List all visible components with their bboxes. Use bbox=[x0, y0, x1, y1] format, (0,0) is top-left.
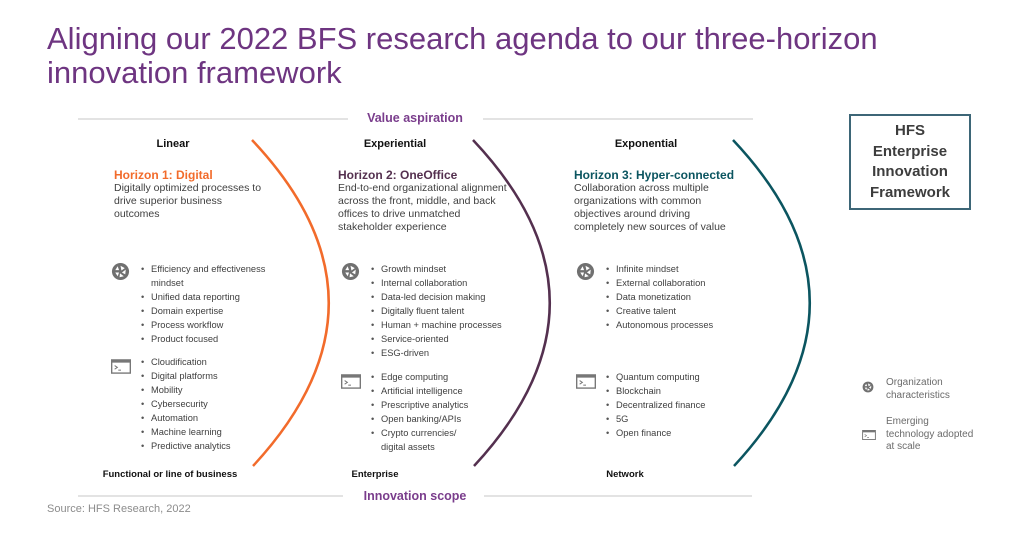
column-footer-functional: Functional or line of business bbox=[102, 469, 238, 480]
list-item: Crypto currencies/ digital assets bbox=[371, 426, 471, 454]
list-item: Decentralized finance bbox=[606, 398, 705, 412]
horizon1-block: Horizon 1: Digital Digitally optimized p… bbox=[114, 168, 264, 221]
legend-label: Emerging technology adopted at scale bbox=[886, 416, 974, 452]
bottom-axis-line-left bbox=[78, 495, 343, 497]
page-title: Aligning our 2022 BFS research agenda to… bbox=[47, 21, 878, 90]
aperture-icon bbox=[111, 262, 130, 281]
horizon2-block: Horizon 2: OneOffice End-to-end organiza… bbox=[338, 168, 513, 234]
horizon1-arc bbox=[251, 139, 330, 467]
column-footer-network: Network bbox=[606, 469, 644, 480]
value-aspiration-label: Value aspiration bbox=[367, 111, 463, 125]
list-item: Open banking/APIs bbox=[371, 412, 471, 426]
horizon2-title: Horizon 2: OneOffice bbox=[338, 168, 458, 182]
list-item: Automation bbox=[141, 411, 231, 425]
horizon1-description: Digitally optimized processes to drive s… bbox=[114, 182, 262, 220]
column-header-exponential: Exponential bbox=[614, 138, 678, 150]
terminal-window-icon bbox=[576, 374, 596, 389]
horizon3-arc bbox=[732, 139, 811, 467]
bottom-axis-line-right bbox=[484, 495, 752, 497]
aperture-icon bbox=[341, 262, 360, 281]
source-note: Source: HFS Research, 2022 bbox=[47, 503, 191, 515]
aperture-icon bbox=[862, 381, 874, 393]
list-item: Cloudification bbox=[141, 355, 231, 369]
aperture-icon bbox=[576, 262, 595, 281]
list-item: Blockchain bbox=[606, 384, 705, 398]
list-item: 5G bbox=[606, 412, 705, 426]
list-item: Quantum computing bbox=[606, 370, 705, 384]
legend-item-emerging-tech: Emerging technology adopted at scale bbox=[862, 416, 1002, 456]
list-item: Growth mindset bbox=[371, 262, 502, 276]
list-item: Artificial intelligence bbox=[371, 384, 471, 398]
horizon2-arc bbox=[472, 139, 551, 467]
list-item: Data monetization bbox=[606, 290, 713, 304]
list-item: Data-led decision making bbox=[371, 290, 502, 304]
list-item: Digitally fluent talent bbox=[371, 304, 502, 318]
list-item: Open finance bbox=[606, 426, 705, 440]
list-item: Creative talent bbox=[606, 304, 713, 318]
horizon1-title: Horizon 1: Digital bbox=[114, 168, 213, 182]
list-item: Digital platforms bbox=[141, 369, 231, 383]
legend-label: Organization characteristics bbox=[886, 377, 950, 401]
horizon3-block: Horizon 3: Hyper-connected Collaboration… bbox=[574, 168, 749, 234]
framework-line: Enterprise bbox=[872, 142, 948, 160]
list-item: Mobility bbox=[141, 383, 231, 397]
column-header-linear: Linear bbox=[156, 138, 190, 150]
column-footer-enterprise: Enterprise bbox=[351, 469, 399, 480]
list-item: Autonomous processes bbox=[606, 318, 713, 332]
list-item: Edge computing bbox=[371, 370, 471, 384]
list-item: Unified data reporting bbox=[141, 290, 281, 304]
top-axis-line-right bbox=[483, 118, 753, 120]
terminal-window-icon bbox=[862, 430, 876, 440]
horizon3-title: Horizon 3: Hyper-connected bbox=[574, 168, 735, 182]
horizon2-description: End-to-end organizational alignment acro… bbox=[338, 182, 507, 233]
list-item: Service-oriented bbox=[371, 332, 502, 346]
terminal-window-icon bbox=[341, 374, 361, 389]
list-item: Human + machine processes bbox=[371, 318, 502, 332]
list-item: Predictive analytics bbox=[141, 439, 231, 453]
list-item: Prescriptive analytics bbox=[371, 398, 471, 412]
list-item: Internal collaboration bbox=[371, 276, 502, 290]
list-item: Cybersecurity bbox=[141, 397, 231, 411]
top-axis-line-left bbox=[78, 118, 348, 120]
list-item: Domain expertise bbox=[141, 304, 281, 318]
list-item: External collaboration bbox=[606, 276, 713, 290]
column-header-experiential: Experiential bbox=[363, 138, 427, 150]
list-item: Product focused bbox=[141, 332, 281, 346]
list-item: Infinite mindset bbox=[606, 262, 713, 276]
innovation-scope-label: Innovation scope bbox=[363, 489, 467, 503]
horizon3-description: Collaboration across multiple organizati… bbox=[574, 182, 726, 233]
framework-line: HFS bbox=[895, 122, 925, 139]
framework-line: Innovation bbox=[872, 163, 948, 180]
list-item: Process workflow bbox=[141, 318, 281, 332]
legend-item-org-characteristics: Organization characteristics bbox=[862, 377, 1002, 407]
framework-title-box: HFS Enterprise Innovation Framework bbox=[849, 114, 971, 210]
list-item: Efficiency and effectiveness mindset bbox=[141, 262, 281, 290]
list-item: Machine learning bbox=[141, 425, 231, 439]
terminal-window-icon bbox=[111, 359, 131, 374]
list-item: ESG-driven bbox=[371, 346, 502, 360]
framework-line: Framework bbox=[869, 183, 951, 201]
